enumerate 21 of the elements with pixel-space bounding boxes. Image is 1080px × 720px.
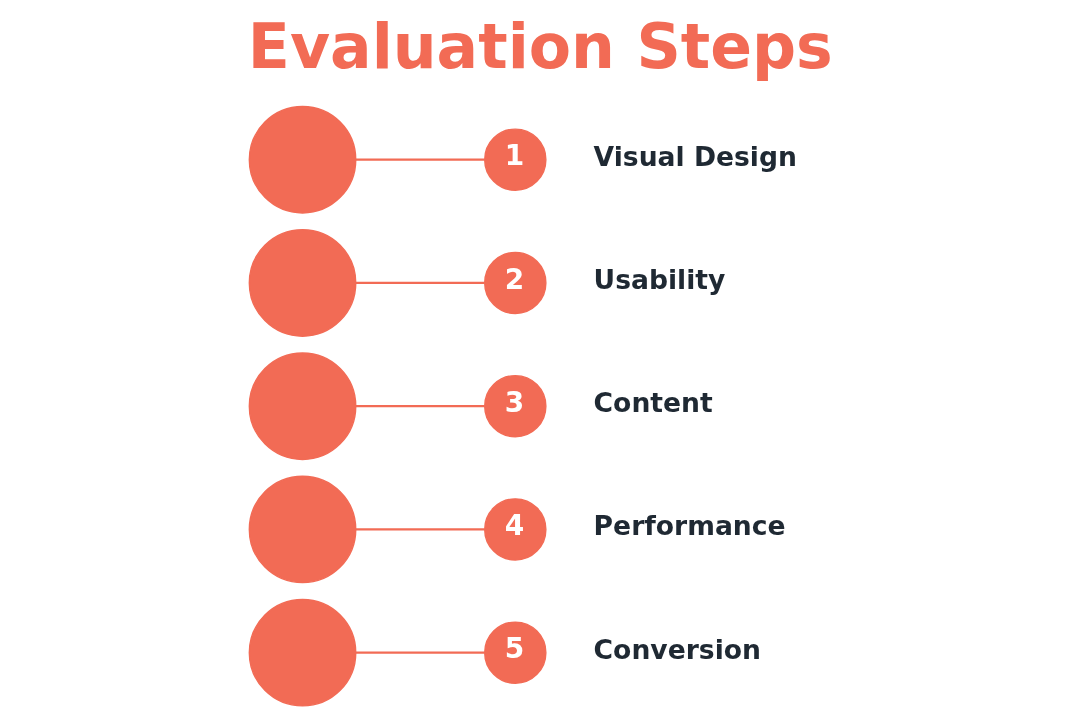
node-label: Usability	[593, 263, 725, 295]
node-circle: 2	[483, 251, 547, 315]
node-circle: 4	[483, 498, 547, 561]
node-circle	[248, 475, 356, 584]
connector	[355, 405, 485, 408]
connector	[355, 281, 485, 285]
node-label: Visual Design	[593, 140, 797, 172]
connector	[355, 651, 485, 654]
node-circle: 5	[483, 621, 547, 684]
node-circle: 3	[483, 374, 547, 438]
node-circle: 1	[483, 128, 547, 191]
connector	[355, 158, 485, 161]
node-circle	[248, 105, 356, 214]
node-circle	[248, 352, 356, 461]
node-label: Content	[593, 387, 713, 419]
connector	[355, 528, 485, 531]
node-circle	[248, 598, 356, 707]
node-circle	[248, 229, 356, 337]
node-label: Conversion	[593, 633, 761, 665]
node-label: Performance	[593, 510, 786, 542]
diagram-title: Evaluation Steps	[247, 10, 833, 83]
